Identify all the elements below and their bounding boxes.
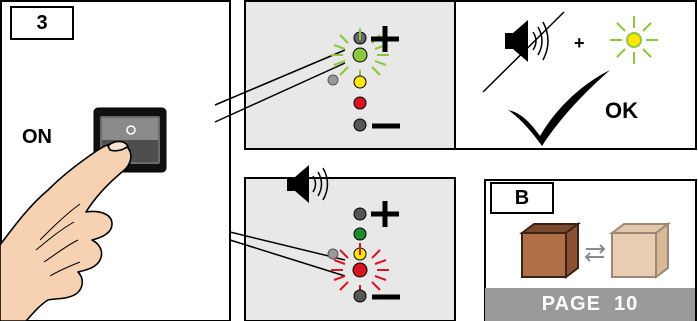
page-reference-bar[interactable]: PAGE 10 bbox=[485, 288, 695, 321]
top-led-panel bbox=[244, 0, 456, 150]
callout-line-bottom-2 bbox=[229, 239, 346, 277]
switch-on-label: ON bbox=[22, 126, 52, 148]
led-red bbox=[353, 96, 367, 110]
led-gray bbox=[327, 248, 339, 260]
callout-line-bottom-1 bbox=[229, 231, 346, 261]
next-step-label: B bbox=[490, 182, 554, 214]
led-dark-green bbox=[353, 227, 367, 241]
callout-line-top-2 bbox=[214, 62, 346, 123]
led-dark-bottom bbox=[353, 289, 367, 303]
switch-o-symbol bbox=[126, 125, 136, 135]
next-step-letter: B bbox=[514, 186, 530, 209]
blinking-green-led bbox=[331, 28, 389, 82]
plus-label: + bbox=[574, 33, 585, 53]
step-number-label: 3 bbox=[10, 6, 74, 40]
bottom-led-column bbox=[327, 201, 400, 303]
green-led-blink-icon bbox=[610, 16, 658, 64]
dark-cube bbox=[519, 222, 581, 279]
finger-press-icon bbox=[0, 140, 132, 321]
swap-arrows-icon bbox=[584, 244, 606, 262]
top-confirm-panel bbox=[454, 0, 697, 150]
bottom-led-panel bbox=[244, 177, 456, 321]
plus-sign-bottom bbox=[371, 201, 399, 227]
callout-line-top-1 bbox=[214, 49, 346, 106]
ok-label: OK bbox=[605, 98, 638, 123]
led-dark-top bbox=[353, 207, 367, 221]
plus-sign-top bbox=[371, 26, 399, 52]
page-reference-text: PAGE 10 bbox=[541, 293, 639, 315]
led-gray bbox=[327, 74, 339, 86]
light-cube bbox=[609, 222, 671, 279]
led-dark-bottom bbox=[353, 118, 367, 132]
blinking-red-led bbox=[331, 243, 389, 297]
speaker-icon bbox=[287, 165, 329, 203]
top-led-column bbox=[327, 26, 400, 132]
step-number: 3 bbox=[36, 11, 48, 34]
led-yellow bbox=[353, 75, 367, 89]
checkmark-icon bbox=[508, 70, 610, 146]
speaker-muted-icon bbox=[482, 11, 565, 93]
